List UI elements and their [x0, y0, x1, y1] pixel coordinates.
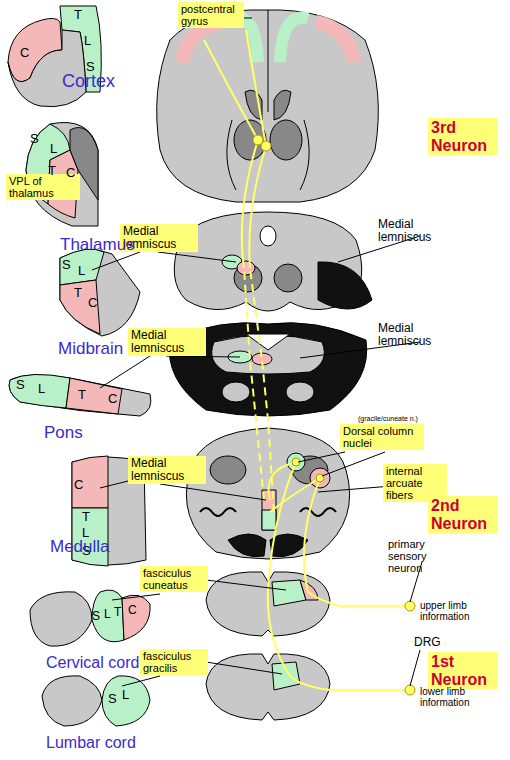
somatotopic-letter: C — [20, 46, 29, 60]
somatotopic-letter: T — [48, 164, 56, 178]
node-text: Dorsal column nuclei — [343, 425, 421, 449]
somatotopic-letter: T — [82, 510, 90, 524]
somatotopic-letter: L — [84, 34, 91, 48]
somatotopic-letter: S — [108, 692, 117, 706]
region-name: Cervical cord — [46, 654, 139, 672]
node-text: Medial lemniscus — [131, 457, 203, 483]
somatotopic-letter: T — [74, 286, 82, 300]
somatotopic-letter: C — [108, 392, 117, 406]
note-label: (gracile/cuneate n.) — [358, 415, 418, 423]
structure-label: Medial lemniscus — [378, 218, 450, 244]
region-name: Lumbar cord — [46, 734, 136, 752]
somatotopic-letter: L — [38, 382, 45, 396]
somatotopic-letter: L — [122, 688, 129, 702]
somatotopic-letter: S — [30, 132, 39, 146]
somatotopic-letter: C — [88, 296, 97, 310]
region-name: Thalamus — [60, 236, 135, 255]
structure-label: Medial lemniscus — [378, 322, 450, 348]
region-name: Medulla — [50, 538, 110, 557]
structure-label: primary sensory neuron — [388, 538, 446, 574]
neuron-label: 2nd Neuron — [428, 496, 498, 533]
structure-label: Medial lemniscus — [128, 328, 206, 356]
info-label: lower limb information — [420, 686, 484, 708]
node-text: fasciculus cuneatus — [143, 567, 205, 591]
region-name: Cortex — [62, 72, 115, 92]
info-label: upper limb information — [420, 600, 484, 622]
structure-label: Medial lemniscus — [128, 456, 206, 484]
node-text: 3rd Neuron — [431, 119, 495, 154]
somatotopic-letter: S — [16, 378, 25, 392]
somatotopic-letter: T — [78, 388, 86, 402]
neuron-label: 3rd Neuron — [428, 118, 498, 155]
node-text: 1st Neuron — [431, 653, 495, 688]
somatotopic-letter: L — [78, 264, 85, 278]
somatotopic-letter: C — [66, 166, 75, 180]
structure-label: fasciculus cuneatus — [140, 566, 208, 592]
region-name: Pons — [44, 424, 83, 443]
somatotopic-letter: S — [92, 610, 100, 623]
node-text: postcentral gyrus — [181, 3, 241, 27]
node-text: fasciculus gracilis — [143, 650, 205, 674]
structure-label: DRG — [414, 636, 441, 649]
neuron-label: 1st Neuron — [428, 652, 498, 689]
somatotopic-letter: L — [104, 608, 111, 621]
region-name: Midbrain — [58, 340, 123, 359]
somatotopic-letter: T — [74, 8, 82, 22]
structure-label: Dorsal column nuclei — [340, 424, 424, 450]
structure-label: fasciculus gracilis — [140, 649, 208, 675]
somatotopic-letter: C — [74, 478, 83, 492]
somatotopic-letter: L — [50, 142, 57, 156]
somatotopic-letter: S — [62, 258, 71, 272]
structure-label: postcentral gyrus — [178, 2, 244, 28]
node-text: Medial lemniscus — [131, 329, 203, 355]
somatotopic-letter: C — [128, 604, 137, 617]
node-text: 2nd Neuron — [431, 497, 495, 532]
somatotopic-letter: T — [114, 606, 121, 619]
